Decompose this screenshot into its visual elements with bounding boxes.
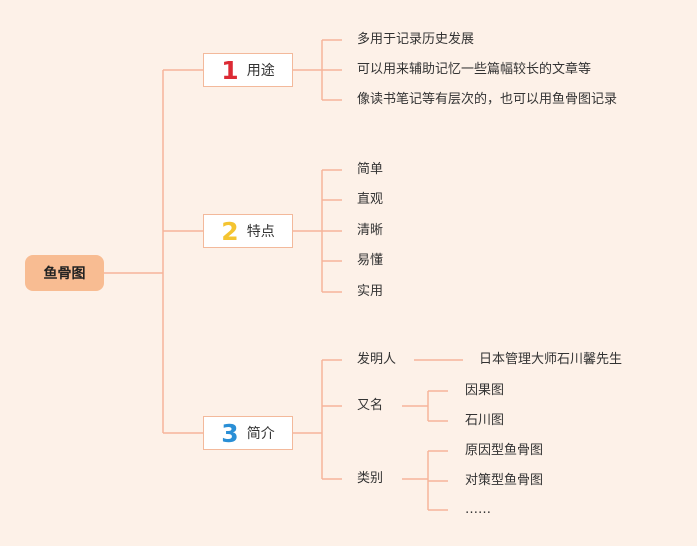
type-item-1[interactable]: 原因型鱼骨图 xyxy=(465,443,544,458)
feature-item-4[interactable]: 易懂 xyxy=(357,253,384,268)
type-item-2[interactable]: 对策型鱼骨图 xyxy=(465,473,544,488)
category-features[interactable]: 2 特点 xyxy=(203,214,293,248)
intro-sub-inventor[interactable]: 发明人 xyxy=(357,352,397,367)
number-2-icon: 2 xyxy=(221,216,239,246)
intro-sub-alias[interactable]: 又名 xyxy=(357,398,384,413)
alias-item-1[interactable]: 因果图 xyxy=(465,383,505,398)
usage-item-2[interactable]: 可以用来辅助记忆一些篇幅较长的文章等 xyxy=(357,62,592,77)
category-intro[interactable]: 3 简介 xyxy=(203,416,293,450)
number-1-icon: 1 xyxy=(221,55,239,85)
type-ticks xyxy=(428,450,448,511)
inventor-item-1[interactable]: 日本管理大师石川馨先生 xyxy=(479,352,623,367)
cat3-ticks xyxy=(322,359,342,480)
feature-item-3[interactable]: 清晰 xyxy=(357,223,384,238)
category-label: 用途 xyxy=(246,63,275,79)
alias-item-2[interactable]: 石川图 xyxy=(465,413,505,428)
type-item-3[interactable]: …… xyxy=(465,502,491,517)
root-node[interactable]: 鱼骨图 xyxy=(25,255,104,291)
feature-item-2[interactable]: 直观 xyxy=(357,192,384,207)
root-label: 鱼骨图 xyxy=(43,266,86,282)
feature-item-1[interactable]: 简单 xyxy=(357,162,384,177)
number-3-icon: 3 xyxy=(221,418,239,448)
cat1-ticks xyxy=(322,39,342,101)
intro-sub-type[interactable]: 类别 xyxy=(357,471,384,486)
category-usage[interactable]: 1 用途 xyxy=(203,53,293,87)
cat2-ticks xyxy=(322,169,342,293)
usage-item-1[interactable]: 多用于记录历史发展 xyxy=(357,32,475,47)
feature-item-5[interactable]: 实用 xyxy=(357,284,384,299)
usage-item-3[interactable]: 像读书笔记等有层次的，也可以用鱼骨图记录 xyxy=(357,92,618,107)
category-label: 简介 xyxy=(246,426,275,442)
alias-ticks xyxy=(428,390,448,422)
category-label: 特点 xyxy=(246,224,275,240)
